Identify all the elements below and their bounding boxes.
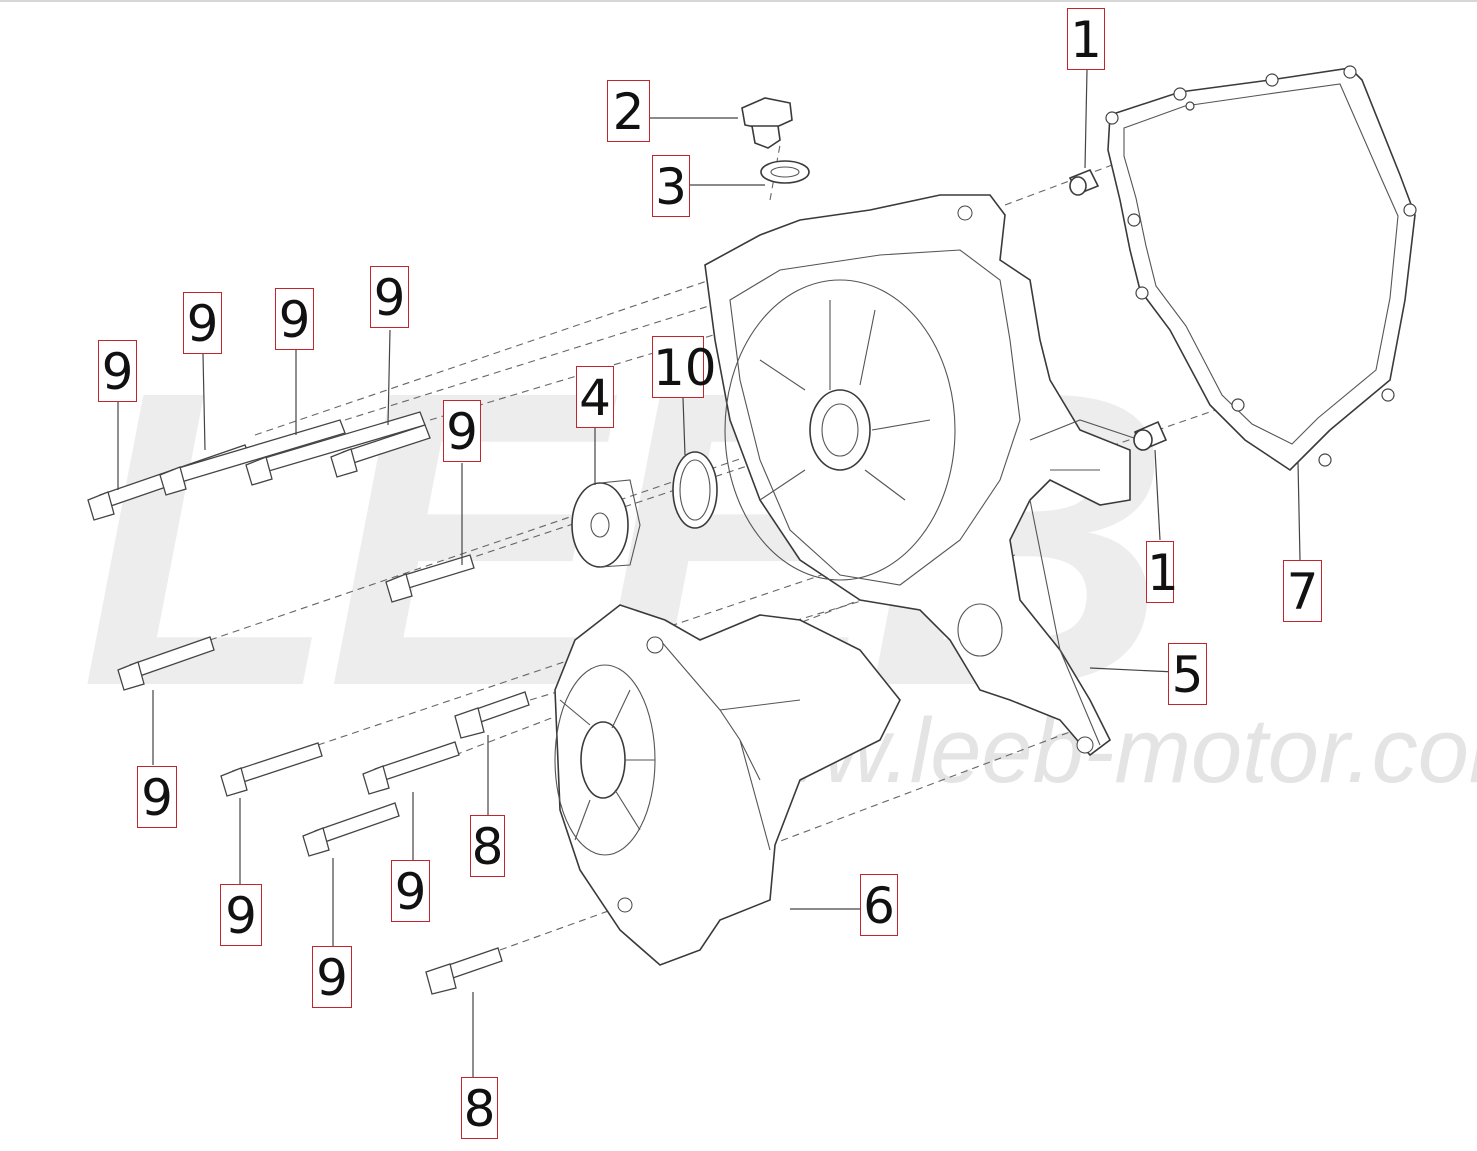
callout-1-top: 1: [1067, 8, 1105, 70]
crankcase-cover-part-5: [704, 194, 1141, 757]
callout-5: 5: [1168, 643, 1207, 705]
callout-9-f: 9: [137, 766, 177, 828]
callout-9-h: 9: [391, 860, 430, 922]
callout-9-g: 9: [220, 884, 262, 946]
callout-2: 2: [607, 80, 650, 142]
callout-9-e: 9: [443, 400, 481, 462]
callout-9-c: 9: [275, 288, 314, 350]
callout-4: 4: [576, 366, 614, 428]
callout-1-bottom: 1: [1146, 541, 1179, 603]
dowel-pin-part-1-top: [1068, 168, 1100, 196]
bolts: [87, 411, 530, 995]
cap-part-4: [571, 479, 641, 568]
callout-3: 3: [652, 155, 690, 217]
callout-8-a: 8: [470, 815, 505, 877]
callout-10: 10: [652, 336, 717, 398]
sprocket-cover-part-6: [554, 604, 901, 966]
o-ring-part-10: [672, 451, 718, 529]
callout-9-a: 9: [98, 340, 137, 402]
callout-9-d: 9: [370, 266, 409, 328]
callout-9-i: 9: [312, 946, 352, 1008]
callout-8-b: 8: [461, 1077, 498, 1139]
gasket-part-7: [1105, 65, 1417, 472]
callout-9-b: 9: [183, 292, 222, 354]
callout-6: 6: [860, 874, 898, 936]
washer-part-3: [760, 160, 810, 184]
oil-plug-part-2: [741, 97, 793, 149]
top-border: [0, 0, 1477, 2]
dowel-pin-part-1-bottom: [1133, 420, 1168, 452]
callout-7: 7: [1283, 560, 1322, 622]
leader-lines: [117, 69, 1301, 1077]
